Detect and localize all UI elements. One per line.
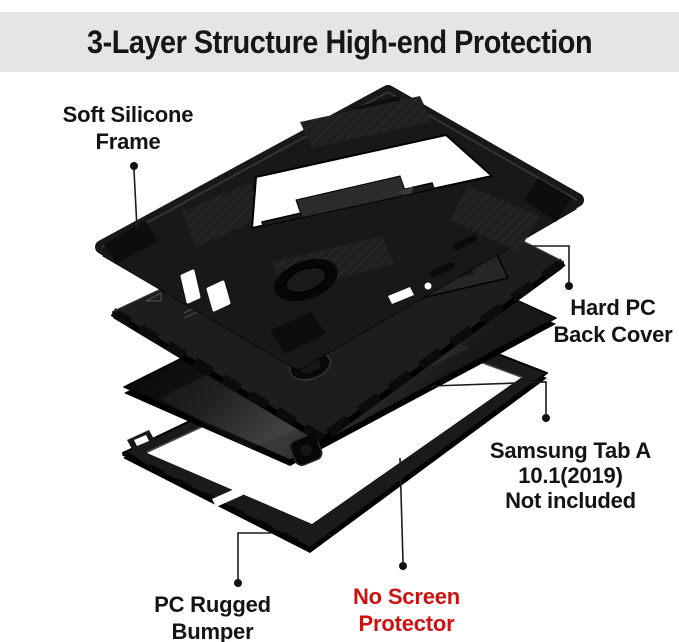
label-samsung-tablet: Samsung Tab A 10.1(2019) Not included (489, 438, 652, 513)
bumper-port-slot (212, 487, 243, 507)
leader-samsung-tablet (431, 381, 550, 422)
soft-silicone-frame-layer (95, 85, 584, 371)
page-title: 3-Layer Structure High-end Protection (86, 23, 593, 60)
tablet-camera (289, 434, 323, 466)
label-pc-rugged-bumper: PC Rugged Bumper (154, 592, 271, 642)
silicone-button-cutout (180, 269, 201, 304)
leader-no-screen-protector (399, 457, 407, 570)
leader-hard-pc-back-cover (518, 245, 573, 290)
silicone-side-buttons (430, 235, 478, 278)
title-banner: 3-Layer Structure High-end Protection (0, 12, 679, 72)
label-no-screen-protector: No Screen Protector (352, 584, 461, 636)
silicone-port-cutout (388, 287, 414, 304)
label-hard-pc-back-cover: Hard PC Back Cover (553, 295, 673, 347)
label-soft-silicone-frame: Soft Silicone Frame (62, 102, 194, 154)
silicone-camera-opening (274, 258, 338, 302)
silicone-button-cutout (206, 280, 231, 312)
cover-embossed-glyph (145, 291, 162, 302)
leader-soft-silicone-frame (130, 162, 138, 230)
leader-pc-rugged-bumper (234, 532, 271, 587)
silicone-mic-cutout (424, 282, 432, 290)
